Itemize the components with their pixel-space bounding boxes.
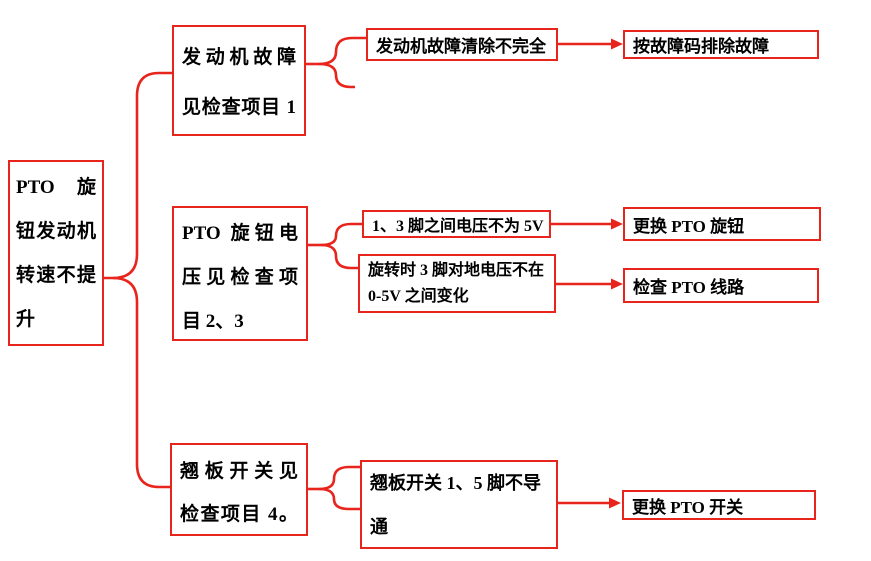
- node-root-line: 钮发动机: [16, 221, 96, 242]
- node-cause-knob-voltage: 1、3 脚之间电压不为 5V: [362, 210, 551, 238]
- arrow-engine-head: [611, 38, 623, 50]
- main-brace-upper-arm: [103, 71, 172, 280]
- node-action-rocker-line: 更换 PTO 开关: [632, 497, 744, 517]
- node-cause-knob-ground: 旋转时 3 脚对地电压不在 0-5V 之间变化: [358, 254, 556, 313]
- node-check-engine-line: 发动机故障: [182, 47, 296, 68]
- node-cause-rocker: 翘板开关 1、5 脚不导 通: [360, 460, 558, 549]
- node-action-knob-line: 更换 PTO 旋钮: [633, 216, 745, 236]
- node-action-engine-line: 按故障码排除故障: [633, 37, 769, 56]
- node-cause-knob-ground-line: 0-5V 之间变化: [368, 287, 469, 305]
- node-root-line: 转速不提: [16, 265, 96, 286]
- arrow-knob-head: [611, 218, 623, 230]
- main-brace-lower-arm: [112, 276, 170, 489]
- node-action-knob-wiring-line: 检查 PTO 线路: [633, 278, 745, 297]
- node-check-rocker: 翘板开关见 检查项目 4。: [170, 443, 308, 536]
- node-check-rocker-line: 翘板开关见: [180, 461, 298, 482]
- node-root-symptom: PTO 旋 钮发动机 转速不提 升: [8, 160, 104, 346]
- rocker-brace-lower-arm: [318, 487, 360, 511]
- knob-brace-lower-arm: [320, 243, 358, 270]
- node-action-knob: 更换 PTO 旋钮: [623, 207, 821, 241]
- node-check-engine-line: 见检查项目 1: [182, 97, 296, 118]
- engine-brace-upper-arm: [318, 36, 366, 66]
- engine-brace-lower-arm: [318, 62, 355, 89]
- node-cause-rocker-line: 翘板开关 1、5 脚不导: [370, 472, 541, 493]
- node-check-knob-line: PTO 旋钮电: [182, 223, 298, 244]
- node-root-line: PTO 旋: [16, 177, 96, 198]
- node-check-engine: 发动机故障 见检查项目 1: [172, 25, 306, 136]
- knob-brace-upper-arm: [320, 222, 362, 247]
- node-cause-rocker-line: 通: [370, 516, 388, 537]
- node-action-rocker: 更换 PTO 开关: [622, 490, 816, 520]
- node-cause-knob-voltage-line: 1、3 脚之间电压不为 5V: [372, 218, 544, 235]
- node-action-knob-wiring: 检查 PTO 线路: [623, 268, 819, 303]
- node-check-knob-line: 压见检查项: [182, 267, 298, 288]
- arrow-rocker-head: [609, 497, 621, 509]
- node-check-knob-line: 目 2、3: [182, 311, 244, 332]
- node-check-knob: PTO 旋钮电 压见检查项 目 2、3: [172, 206, 308, 341]
- node-action-engine: 按故障码排除故障: [623, 30, 819, 59]
- node-root-line: 升: [16, 309, 36, 330]
- node-cause-engine: 发动机故障清除不完全: [366, 28, 558, 61]
- rocker-brace-upper-arm: [318, 465, 360, 491]
- node-cause-knob-ground-line: 旋转时 3 脚对地电压不在: [368, 261, 545, 279]
- arrow-knob-wiring-head: [611, 278, 623, 290]
- node-cause-engine-line: 发动机故障清除不完全: [376, 37, 546, 56]
- node-check-rocker-line: 检查项目 4。: [180, 504, 298, 525]
